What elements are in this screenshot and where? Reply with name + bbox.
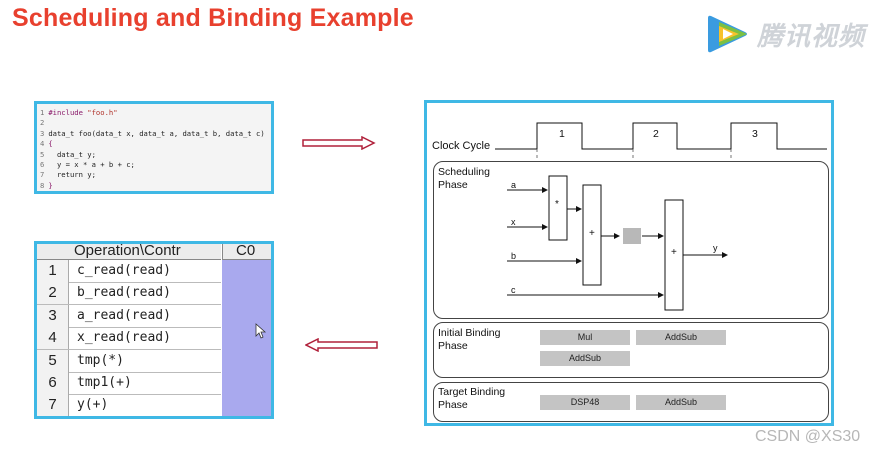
code-token: data_t foo(data_t x, data_t a, data_t b,… bbox=[48, 128, 265, 138]
initial-mul-unit: Mul bbox=[540, 330, 630, 345]
operation-cell: c_read(read) bbox=[77, 263, 171, 278]
code-line: 1#include "foo.h" bbox=[40, 108, 118, 117]
code-line: 7 return y; bbox=[40, 170, 96, 179]
target-dsp48-unit: DSP48 bbox=[540, 395, 630, 410]
row-number: 5 bbox=[37, 349, 69, 372]
initial-binding-label: Initial Binding Phase bbox=[438, 327, 501, 352]
col-operation-label: Operation\Contr bbox=[74, 244, 181, 259]
line-number: 6 bbox=[40, 160, 45, 169]
line-number: 2 bbox=[40, 118, 45, 128]
code-line: 6 y = x * a + b + c; bbox=[40, 160, 135, 169]
schedule-table: Operation\Contr C0 1 c_read(read) 2 b_read(… bbox=[34, 241, 274, 419]
input-x-label: x bbox=[511, 217, 516, 227]
logo-text: 腾讯视频 bbox=[757, 22, 866, 52]
table-row[interactable]: 7 y(+) bbox=[37, 394, 221, 416]
operation-cell: a_read(read) bbox=[77, 307, 171, 323]
code-line: 4{ bbox=[40, 139, 53, 148]
table-row[interactable]: 1 c_read(read) bbox=[37, 260, 221, 283]
tencent-video-icon bbox=[708, 15, 747, 53]
initial-addsub-unit-1: AddSub bbox=[636, 330, 726, 345]
slide-title: Scheduling and Binding Example bbox=[12, 4, 414, 32]
target-binding-box bbox=[433, 382, 829, 422]
table-header-c0: C0 bbox=[222, 244, 271, 260]
line-number: 3 bbox=[40, 128, 45, 138]
row-number: 6 bbox=[37, 372, 69, 394]
operation-cell: x_read(read) bbox=[77, 330, 171, 346]
mouse-cursor-icon bbox=[255, 323, 267, 339]
code-token: } bbox=[48, 180, 53, 190]
dataflow-graph bbox=[507, 175, 728, 311]
target-addsub-unit: AddSub bbox=[636, 395, 726, 410]
row-number: 7 bbox=[37, 394, 69, 416]
operation-cell: tmp(*) bbox=[77, 352, 124, 368]
line-number: 1 bbox=[40, 108, 45, 117]
operation-cell: b_read(read) bbox=[77, 285, 171, 301]
clock-cycle-label: Clock Cycle bbox=[432, 140, 491, 152]
col-c0-label: C0 bbox=[236, 244, 256, 259]
code-line: 2 bbox=[40, 118, 48, 127]
code-token: return y; bbox=[48, 170, 96, 180]
csdn-watermark: CSDN @XS30 bbox=[755, 428, 861, 445]
adder-1-symbol: + bbox=[589, 228, 595, 239]
video-logo: 腾讯视频 bbox=[705, 12, 885, 58]
row-number: 1 bbox=[37, 260, 69, 282]
line-number: 7 bbox=[40, 170, 45, 180]
table-row[interactable]: 3 a_read(read) bbox=[37, 304, 221, 328]
table-row[interactable]: 5 tmp(*) bbox=[37, 349, 221, 373]
row-number: 4 bbox=[37, 327, 69, 350]
table-header-operation: Operation\Contr bbox=[37, 244, 221, 260]
target-binding-label: Target Binding Phase bbox=[438, 386, 506, 411]
scheduling-diagram: Clock Cycle 1 2 3 Scheduling Phase bbox=[424, 100, 834, 426]
table-row[interactable]: 4 x_read(read) bbox=[37, 327, 221, 351]
code-token: "foo.h" bbox=[87, 108, 118, 117]
operation-cell: y(+) bbox=[77, 397, 109, 413]
initial-addsub-unit-2: AddSub bbox=[540, 351, 630, 366]
row-number: 3 bbox=[37, 304, 69, 327]
line-number: 5 bbox=[40, 149, 45, 159]
code-token: data_t y; bbox=[48, 149, 96, 159]
code-token: y = x * a + b + c; bbox=[48, 160, 135, 169]
operation-cell: tmp1(+) bbox=[77, 375, 132, 390]
input-c-label: c bbox=[511, 285, 516, 295]
line-number: 4 bbox=[40, 139, 45, 149]
line-number: 8 bbox=[40, 180, 45, 190]
input-a-label: a bbox=[511, 180, 517, 190]
code-token: #include bbox=[48, 108, 88, 117]
table-row[interactable]: 2 b_read(read) bbox=[37, 282, 221, 306]
cycle-1-label: 1 bbox=[559, 128, 565, 140]
output-y-label: y bbox=[713, 243, 718, 253]
code-token: { bbox=[48, 139, 53, 149]
adder-2-symbol: + bbox=[671, 247, 677, 258]
cycle-3-label: 3 bbox=[752, 128, 758, 140]
multiplier-symbol: * bbox=[555, 199, 559, 210]
code-line: 8} bbox=[40, 181, 53, 190]
table-row[interactable]: 6 tmp1(+) bbox=[37, 372, 221, 395]
initial-binding-box bbox=[433, 322, 829, 378]
right-arrow-icon bbox=[302, 136, 376, 150]
left-arrow-icon bbox=[305, 338, 378, 352]
row-number: 2 bbox=[37, 282, 69, 305]
c0-column-cells[interactable] bbox=[222, 260, 271, 416]
scheduling-phase-label: Scheduling Phase bbox=[438, 166, 490, 191]
input-b-label: b bbox=[511, 251, 517, 261]
cycle-2-label: 2 bbox=[653, 128, 659, 140]
code-line: 5 data_t y; bbox=[40, 150, 96, 159]
